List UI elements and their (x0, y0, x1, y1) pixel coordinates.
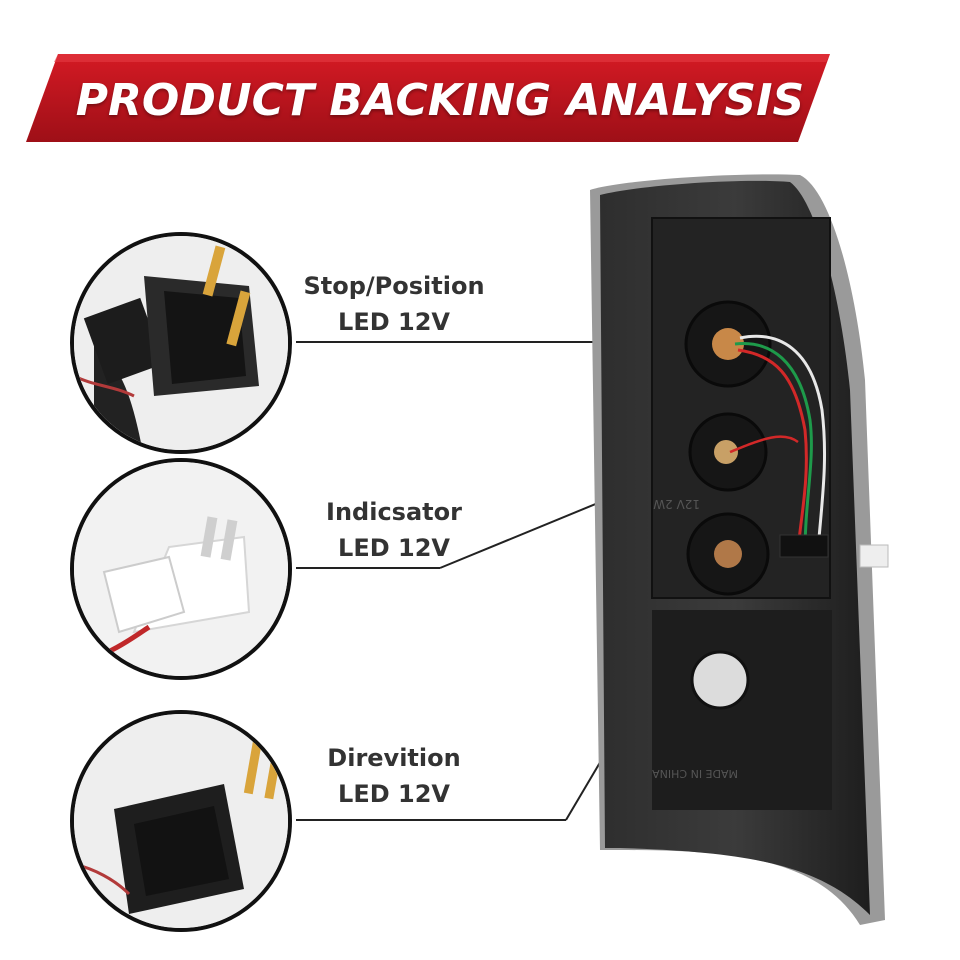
label-line-2: LED 12V (338, 780, 450, 808)
t10-led-bulb-icon (74, 462, 288, 676)
wedge-bulb-socket-icon (74, 714, 288, 928)
wedge-bulb-socket-icon (74, 236, 288, 450)
label-line-1: Stop/Position (303, 272, 485, 300)
page-title: PRODUCT BACKING ANALYSIS (75, 74, 805, 126)
callout-stop-position (70, 232, 292, 454)
origin-stamp: MADE IN CHINA (652, 767, 738, 780)
label-line-1: Direvition (327, 744, 461, 772)
tail-light-housing-icon: MADE IN CHINA 12V 2W (590, 174, 889, 925)
label-line-2: LED 12V (338, 534, 450, 562)
callout-indicator-label: Indicsator LED 12V (294, 494, 494, 566)
label-line-2: LED 12V (338, 308, 450, 336)
header-banner: PRODUCT BACKING ANALYSIS (0, 0, 960, 150)
banner-shape (26, 54, 830, 142)
callout-indicator (70, 458, 292, 680)
callout-stop-position-label: Stop/Position LED 12V (294, 268, 494, 340)
callout-reverse (70, 710, 292, 932)
label-line-1: Indicsator (326, 498, 462, 526)
callout-reverse-label: Direvition LED 12V (294, 740, 494, 812)
voltage-stamp: 12V 2W (653, 497, 700, 511)
